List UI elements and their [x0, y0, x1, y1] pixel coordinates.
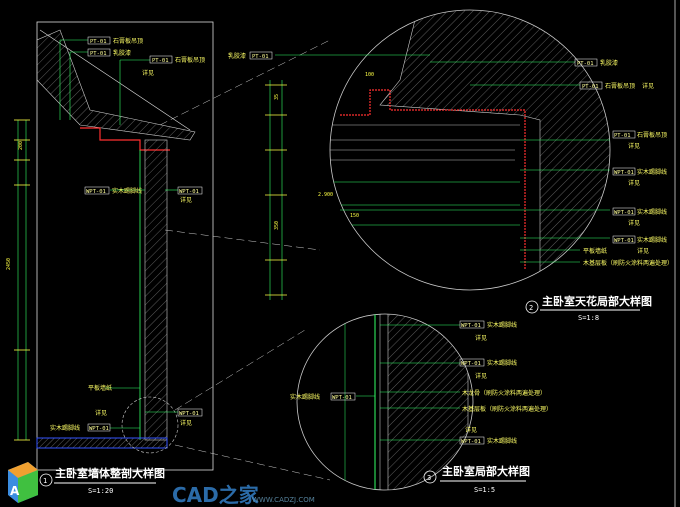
- see-label: 详见: [642, 82, 654, 90]
- annotation-label: 实木踢脚线: [637, 208, 667, 216]
- see-label: 详见: [628, 219, 640, 227]
- material-code: WPT-01: [461, 361, 481, 367]
- detail-1-scale: S=1:20: [88, 487, 113, 495]
- detail-1-title: 主卧室墙体整剖大样图: [55, 466, 165, 480]
- see-label: 详见: [95, 409, 107, 417]
- detail-3-circle: [296, 313, 474, 491]
- material-code: PT-01: [90, 39, 107, 45]
- material-code: WPT-01: [89, 426, 109, 432]
- detail-1-title-block: 1 主卧室墙体整剖大样图 S=1:20: [39, 466, 165, 495]
- dimension-text: 2450: [6, 258, 12, 270]
- callout-connector-lines: [159, 39, 331, 481]
- annotation-label: 实木踢脚线: [487, 437, 517, 445]
- annotation-label: 木基层板（刷防火涂料两遍处理）: [462, 405, 552, 413]
- detail-1-wall-section: 2450 200 PT-01 石膏板吊顶 PT-01 乳胶漆 PT-01 石膏板…: [6, 21, 214, 471]
- annotation-label: 木基层板（刷防火涂料两遍处理）: [583, 259, 673, 267]
- material-code: PT-01: [577, 61, 594, 67]
- material-code: PT-01: [90, 51, 107, 57]
- annotation-label: 实木踢脚线: [487, 321, 517, 329]
- annotation-label: 实木踢脚线: [112, 187, 142, 195]
- detail-1-frame: [36, 21, 214, 471]
- detail-1-number: 1: [43, 477, 47, 485]
- material-code: WPT-01: [179, 411, 199, 417]
- watermark-logo-letter: A: [10, 484, 20, 498]
- annotation-label: 乳胶漆: [600, 59, 618, 67]
- dimension-text: 100: [365, 72, 374, 78]
- see-label: 详见: [465, 426, 477, 434]
- material-code: WPT-01: [461, 439, 481, 445]
- detail-3-wall-base: WPT-01 实木踢脚线 详见 WPT-01 实木踢脚线 详见 木龙骨（刷防火涂…: [290, 313, 552, 494]
- material-code: WPT-01: [332, 395, 352, 401]
- detail-3-scale: S=1:5: [474, 486, 495, 494]
- material-code: WPT-01: [614, 170, 634, 176]
- watermark-brand: CAD之家: [172, 483, 260, 507]
- annotation-label: 石膏板吊顶: [605, 82, 635, 90]
- annotation-label: 乳胶漆: [228, 52, 246, 60]
- dimension-text: 200: [18, 141, 24, 150]
- see-label: 详见: [628, 142, 640, 150]
- see-label: 详见: [475, 334, 487, 342]
- watermark-url: WWW.CADZJ.COM: [252, 496, 315, 504]
- dimension-text: 150: [350, 213, 359, 219]
- annotation-label: 实木踢脚线: [637, 236, 667, 244]
- see-label: 详见: [180, 196, 192, 204]
- see-label: 详见: [142, 69, 154, 77]
- annotation-label: 实木踢脚线: [50, 424, 80, 432]
- material-code: WPT-01: [614, 238, 634, 244]
- annotation-label: 实木踢脚线: [290, 393, 320, 401]
- see-label: 详见: [180, 419, 192, 427]
- detail-3-number: 3: [427, 474, 431, 482]
- see-label: 详见: [628, 179, 640, 187]
- see-label: 详见: [475, 372, 487, 380]
- material-code: PT-01: [152, 58, 169, 64]
- annotation-label: 乳胶漆: [113, 49, 131, 57]
- annotation-label: 实木踢脚线: [487, 359, 517, 367]
- material-code: PT-01: [614, 133, 631, 139]
- material-code: WPT-01: [614, 210, 634, 216]
- detail-2-scale: S=1:8: [578, 314, 599, 322]
- detail-3-title: 主卧室局部大样图: [442, 464, 530, 478]
- detail-2-number: 2: [529, 304, 533, 312]
- material-callouts-right: PT-01 石膏板吊顶 详见 WPT-01 实木踢脚线 详见 WPT-01 实木…: [583, 130, 673, 267]
- material-code: PT-01: [252, 54, 269, 60]
- annotation-label: 石膏板吊顶: [637, 131, 667, 139]
- annotation-label: 木龙骨（刷防火涂料两遍处理）: [462, 389, 546, 397]
- material-code: WPT-01: [179, 189, 199, 195]
- detail-callout-circle: [121, 396, 179, 454]
- detail-2-ceiling: 35 350 100 150 2.900 乳胶漆 PT-01 PT-01 乳胶漆…: [228, 9, 673, 322]
- floor-slab: [36, 437, 168, 449]
- material-code: PT-01: [582, 84, 599, 90]
- detail-2-title: 主卧室天花局部大样图: [542, 294, 652, 308]
- dimension-text: 2.900: [318, 192, 333, 198]
- material-code: WPT-01: [86, 189, 106, 195]
- see-label: 详见: [637, 247, 649, 255]
- dimension-text: 350: [274, 221, 280, 230]
- wall: [144, 139, 168, 441]
- annotation-label: 平板墙纸: [583, 247, 607, 255]
- annotation-label: 平板墙纸: [88, 384, 112, 392]
- material-code: WPT-01: [461, 323, 481, 329]
- annotation-label: 石膏板吊顶: [175, 56, 205, 64]
- roof-slab: [36, 29, 196, 141]
- annotation-label: 实木踢脚线: [637, 168, 667, 176]
- dimension-text: 35: [274, 94, 280, 100]
- watermark: A CAD之家 WWW.CADZJ.COM: [8, 462, 315, 507]
- annotation-label: 石膏板吊顶: [113, 37, 143, 45]
